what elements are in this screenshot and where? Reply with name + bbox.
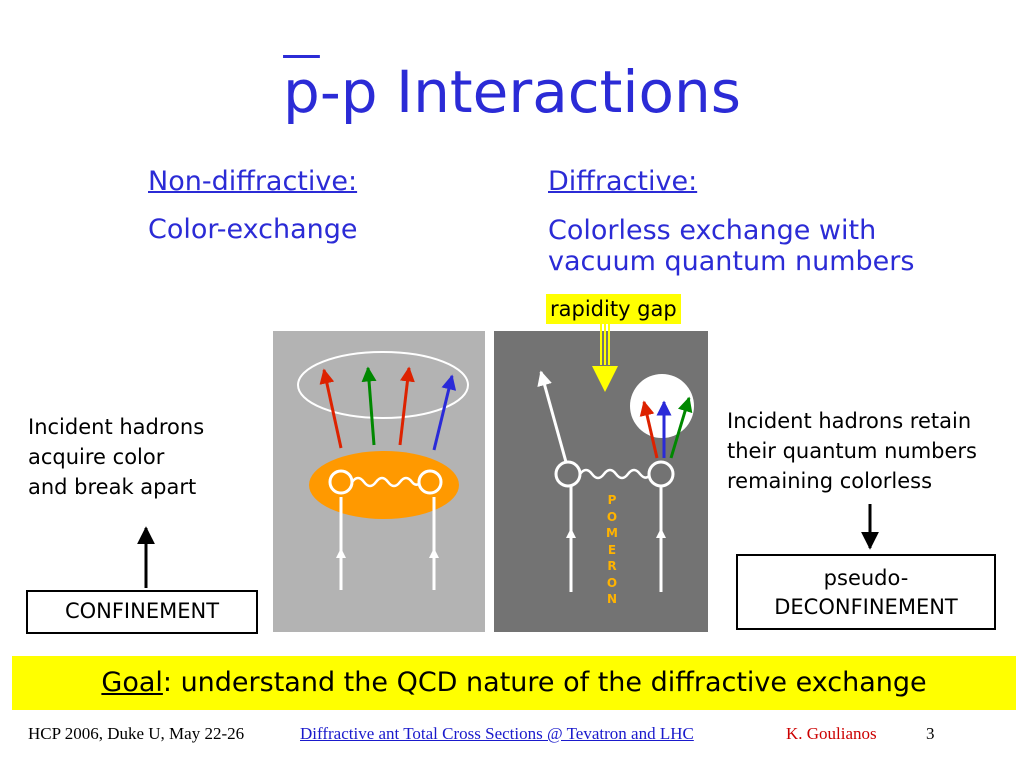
rapidity-gap-label: rapidity gap — [546, 294, 681, 324]
gluon-wavy-line — [351, 476, 420, 488]
pomeron-letter: M — [606, 526, 618, 540]
goal-banner: Goal: understand the QCD nature of the d… — [12, 656, 1016, 710]
red-jet-arrow-2 — [398, 366, 415, 446]
right-note-line-2: their quantum numbers — [727, 439, 978, 463]
confinement-box: CONFINEMENT — [26, 590, 258, 634]
blue-jet-arrow — [432, 374, 457, 451]
colorless-exchange-subheading: Colorless exchange with vacuum quantum n… — [548, 215, 914, 277]
title-rest: -p Interactions — [319, 58, 741, 126]
pomeron-vertex-left — [554, 460, 582, 488]
right-note-line-1: Incident hadrons retain — [727, 409, 972, 433]
pomeron-wavy-line — [579, 468, 650, 480]
hadron-vertex-right — [417, 469, 443, 495]
pomeron-letter: N — [606, 592, 618, 606]
green-jet-arrow — [361, 366, 377, 446]
pomeron-label: P O M E R O N — [604, 492, 620, 608]
slide-title: p-p Interactions — [0, 58, 1024, 126]
diffractive-hadron-arrow-right — [656, 528, 666, 538]
right-note: Incident hadrons retain their quantum nu… — [727, 406, 977, 496]
hadron-arrow-right — [429, 548, 439, 558]
diffractive-red-arrow — [639, 400, 659, 459]
footer-talk-title-link[interactable]: Diffractive ant Total Cross Sections @ T… — [300, 724, 694, 743]
deconfinement-line-2: DECONFINEMENT — [774, 595, 958, 619]
subheading-line-1: Colorless exchange with — [548, 215, 877, 246]
scattered-proton-arrow — [537, 370, 568, 463]
diffractive-diagram — [494, 318, 708, 632]
final-state-ellipse — [297, 351, 469, 419]
footer-page-number: 3 — [926, 724, 935, 743]
pomeron-letter: O — [606, 509, 618, 524]
deconfinement-line-1: pseudo- — [823, 566, 909, 590]
deconfinement-box: pseudo- DECONFINEMENT — [736, 554, 996, 630]
diffractive-green-arrow — [669, 396, 693, 459]
diffracted-system-blob — [630, 374, 694, 438]
left-note-line-2: acquire color — [28, 445, 165, 469]
subheading-line-2: vacuum quantum numbers — [548, 246, 915, 277]
left-note-line-3: and break apart — [28, 475, 197, 499]
goal-text: : understand the QCD nature of the diffr… — [162, 667, 927, 698]
hadron-vertex-left — [328, 469, 354, 495]
footer-conference: HCP 2006, Duke U, May 22-26 — [28, 724, 245, 743]
red-jet-arrow — [319, 368, 343, 449]
nondiffractive-heading: Non-diffractive: — [148, 166, 358, 197]
right-note-line-3: remaining colorless — [727, 469, 933, 493]
rapidity-gap-arrowhead — [592, 366, 618, 392]
pomeron-letter: E — [607, 542, 617, 557]
pomeron-letter: R — [607, 559, 617, 573]
slide-footer: HCP 2006, Duke U, May 22-26 Diffractive … — [0, 724, 1024, 748]
hadron-arrow-left — [336, 548, 346, 558]
title-pbar: p — [283, 58, 320, 126]
left-note-line-1: Incident hadrons — [28, 415, 205, 439]
color-exchange-blob — [309, 451, 459, 519]
left-note: Incident hadrons acquire color and break… — [28, 412, 204, 502]
footer-author: K. Goulianos — [786, 724, 877, 743]
pomeron-vertex-right — [647, 460, 675, 488]
goal-label: Goal — [101, 667, 163, 698]
color-exchange-subheading: Color-exchange — [148, 214, 358, 245]
pomeron-letter: P — [607, 493, 617, 507]
pomeron-letter: O — [606, 575, 618, 590]
diffractive-hadron-arrow-left — [566, 528, 576, 538]
diffractive-heading: Diffractive: — [548, 166, 698, 197]
nondiffractive-diagram — [273, 331, 485, 632]
